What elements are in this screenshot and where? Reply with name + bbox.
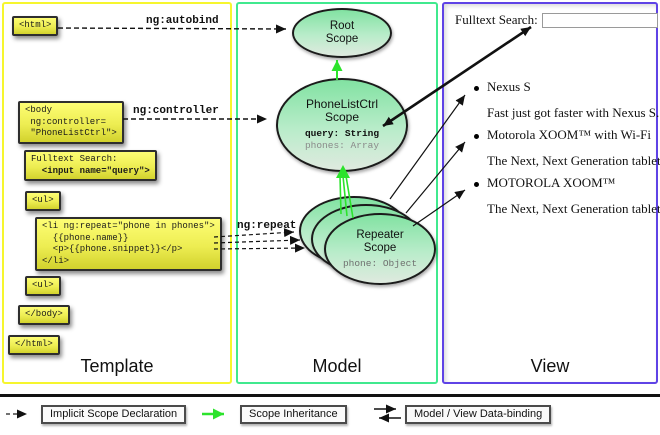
legend-scope-inheritance-label: Scope Inheritance [240, 405, 347, 424]
root-scope-ellipse: Root Scope [292, 8, 392, 58]
phonelistctrl-scope-title: PhoneListCtrl Scope [305, 97, 379, 124]
bullet-icon [474, 182, 479, 187]
fulltext-search-label: Fulltext Search: [455, 12, 538, 27]
bullet-icon [474, 134, 479, 139]
view-item-desc: The Next, Next Generation tablet. [487, 153, 660, 168]
view-item-title: Motorola XOOM™ with Wi-Fi [487, 127, 652, 142]
repeater-scope-ellipse-front: Repeater Scope phone: Object [324, 213, 436, 285]
view-item-desc: Fast just got faster with Nexus S. [487, 105, 660, 120]
phonelistctrl-scope-ellipse: PhoneListCtrl Scope query: String phones… [276, 78, 408, 172]
view-column: View [442, 2, 658, 384]
model-column-title: Model [312, 356, 362, 376]
template-column-title: Template [80, 356, 154, 376]
html-open-tag-box: <html> [12, 16, 59, 36]
legend-separator-line [0, 394, 660, 397]
legend-double-arrow-icon [374, 404, 401, 423]
fulltext-search-input[interactable] [541, 12, 658, 28]
view-item-desc: The Next, Next Generation tablet. [487, 201, 660, 216]
phones-property: phones: Array [304, 140, 380, 151]
ul-open-tag-box: <ul> [25, 191, 61, 211]
view-column-title: View [530, 356, 570, 376]
ng-repeat-label: ng:repeat [237, 220, 297, 232]
root-scope-title: Root Scope [325, 20, 359, 45]
phone-property: phone: Object [342, 257, 418, 269]
fulltext-search-code-box: Fulltext Search: <input name="query"> [24, 150, 157, 181]
body-open-tag-box: <body ng:controller= "PhoneListCtrl"> [18, 101, 124, 144]
legend-databinding-label: Model / View Data-binding [405, 405, 552, 424]
fulltext-code-label: Fulltext Search: [31, 154, 118, 164]
repeater-scope-title: Repeater Scope [356, 228, 404, 254]
input-tag-code: <input name="query"> [31, 165, 150, 176]
model-column: Model [236, 2, 438, 384]
ng-autobind-label: ng:autobind [146, 15, 219, 27]
view-item-title: MOTOROLA XOOM™ [487, 175, 616, 190]
html-close-tag-box: </html> [8, 335, 60, 355]
legend-implicit-scope-label: Implicit Scope Declaration [41, 405, 187, 424]
view-item-title: Nexus S [487, 79, 531, 94]
ul-close-tag-box: <ul> [25, 276, 61, 296]
li-repeat-code-box: <li ng:repeat="phone in phones"> {{phone… [35, 217, 222, 271]
bullet-icon [474, 86, 479, 91]
ng-controller-label: ng:controller [133, 105, 219, 117]
body-close-tag-box: </body> [18, 305, 70, 325]
view-search-row: Fulltext Search: [455, 12, 658, 28]
query-property: query: String [304, 128, 380, 139]
